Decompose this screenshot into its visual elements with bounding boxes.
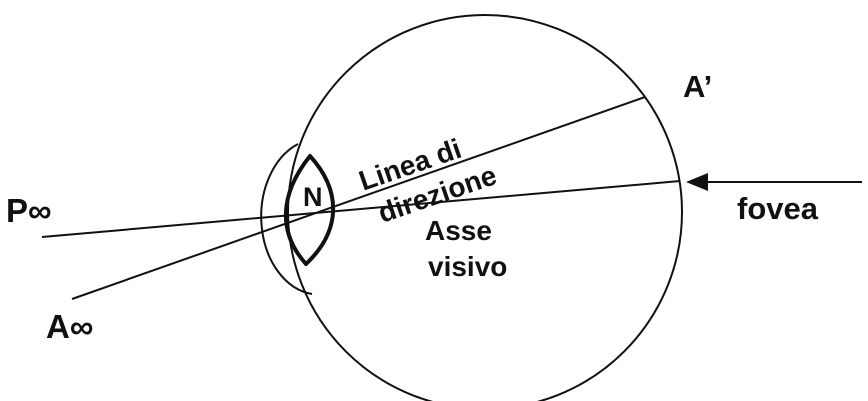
label-visual-axis-1: Asse (425, 215, 492, 246)
line-of-direction (72, 97, 645, 299)
label-visual-axis-2: visivo (428, 251, 507, 282)
visual-axis-line (42, 181, 680, 237)
label-nodal-point: N (303, 182, 323, 212)
label-a-prime: A’ (683, 69, 712, 104)
label-fovea: fovea (737, 191, 819, 226)
label-a-infinity: A∞ (46, 308, 93, 345)
eyeball (288, 15, 682, 401)
fovea-arrowhead (686, 173, 708, 191)
label-p-infinity: P∞ (6, 192, 52, 229)
